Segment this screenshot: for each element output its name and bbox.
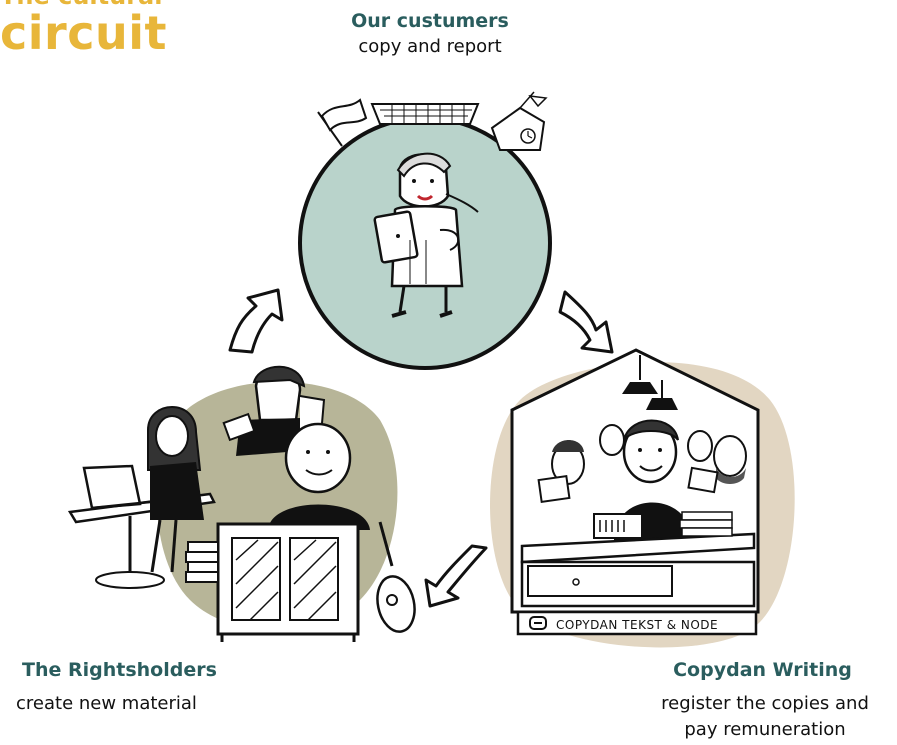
arrow-to-rightsholders-icon xyxy=(424,544,488,608)
flag-icon xyxy=(317,98,368,147)
copydan-text-line1: register the copies and xyxy=(661,693,869,714)
copydan-sign: COPYDAN TEKST & NODE xyxy=(516,610,758,636)
cash-register-icon xyxy=(593,513,643,539)
rightsholder-woman-figure xyxy=(147,406,204,573)
arrow-to-customers-icon xyxy=(228,288,284,354)
customers-text: copy and report xyxy=(358,36,502,57)
customers-node xyxy=(298,91,552,370)
paper-stack-icon xyxy=(679,511,733,537)
lamp-icon xyxy=(622,355,678,410)
copydan-sign-text: COPYDAN TEKST & NODE xyxy=(556,618,718,632)
books-icon xyxy=(185,541,219,583)
rightsholders-heading: The Rightsholders xyxy=(22,659,217,681)
copydan-node: COPYDAN TEKST & NODE xyxy=(490,348,795,648)
clock-tower-icon xyxy=(490,91,548,151)
diagram-title: The cultural circuit xyxy=(0,0,167,58)
piano-icon xyxy=(216,522,360,642)
laptop-icon xyxy=(82,464,151,510)
roof-icon xyxy=(370,103,480,125)
guitar-icon xyxy=(376,521,416,633)
arrow-to-copydan-icon xyxy=(558,290,614,354)
customers-heading: Our custumers xyxy=(351,10,509,32)
drawer-icon xyxy=(527,565,673,597)
copydan-text-line2: pay remuneration xyxy=(684,719,846,740)
copydan-heading: Copydan Writing xyxy=(673,659,852,681)
title-top-line: The cultural xyxy=(0,0,167,8)
title-main: circuit xyxy=(0,6,167,60)
office-workers-figure xyxy=(537,419,747,540)
rightsholders-text: create new material xyxy=(16,693,197,714)
customer-woman-figure xyxy=(373,152,479,318)
rightsholders-node xyxy=(67,365,416,642)
